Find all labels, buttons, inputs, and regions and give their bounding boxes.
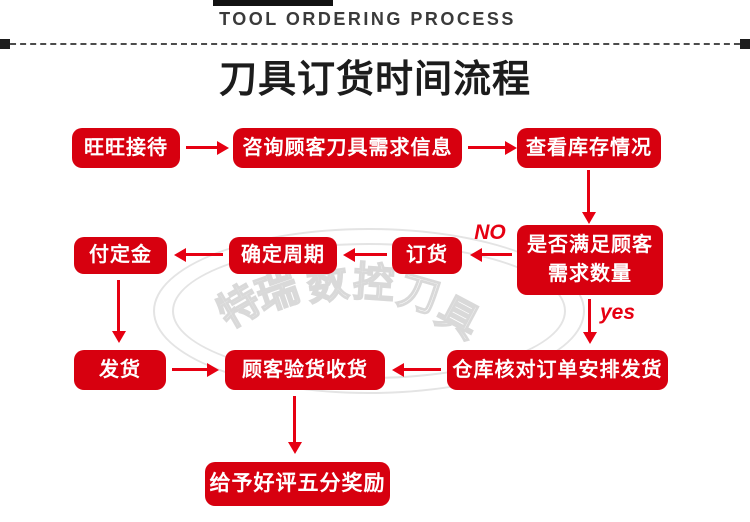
edge-label-yes: yes (600, 301, 636, 324)
arrow-cycle-to-deposit-icon (186, 253, 223, 256)
node-satisfy-line1: 是否满足顾客 (527, 234, 653, 256)
divider-right-square (740, 39, 750, 49)
dashed-divider (0, 39, 750, 49)
arrow-order-to-cycle-icon (355, 253, 387, 256)
arrow-deposit-to-ship-icon (117, 280, 120, 331)
page-title: 刀具订货时间流程 (218, 59, 531, 101)
arrow-reception-to-inquiry-icon (186, 146, 217, 149)
watermark-char: 控 (351, 258, 397, 308)
watermark-ellipse-outer-icon (153, 228, 585, 394)
arrow-warehouse-to-receive-icon (404, 368, 441, 371)
arrow-checkstock-to-satisfy-icon (587, 170, 590, 212)
node-check-stock: 查看库存情况 (517, 128, 661, 168)
top-accent-bar (213, 0, 333, 6)
node-customer-receive: 顾客验货收货 (225, 350, 385, 390)
node-inquiry-demand: 咨询顾客刀具需求信息 (233, 128, 462, 168)
node-pay-deposit: 付定金 (74, 237, 167, 274)
node-confirm-cycle: 确定周期 (229, 237, 337, 274)
divider-left-square (0, 39, 10, 49)
arrow-satisfy-to-warehouse-icon (588, 299, 591, 332)
node-satisfy-line2: 需求数量 (548, 263, 632, 285)
node-ship-goods: 发货 (74, 350, 166, 390)
node-wangwang-reception: 旺旺接待 (72, 128, 180, 168)
arrow-satisfy-to-order-icon (482, 253, 512, 256)
arrow-inquiry-to-checkstock-icon (468, 146, 505, 149)
node-warehouse-arrange: 仓库核对订单安排发货 (447, 350, 668, 390)
node-good-review: 给予好评五分奖励 (205, 462, 390, 506)
edge-label-no: NO (474, 221, 506, 244)
arrow-receive-to-review-icon (293, 396, 296, 442)
arrow-ship-to-receive-icon (172, 368, 207, 371)
eyebrow-title: TOOL ORDERING PROCESS (219, 9, 516, 29)
node-place-order: 订货 (392, 237, 462, 274)
node-satisfy-quantity: 是否满足顾客 需求数量 (517, 225, 663, 295)
